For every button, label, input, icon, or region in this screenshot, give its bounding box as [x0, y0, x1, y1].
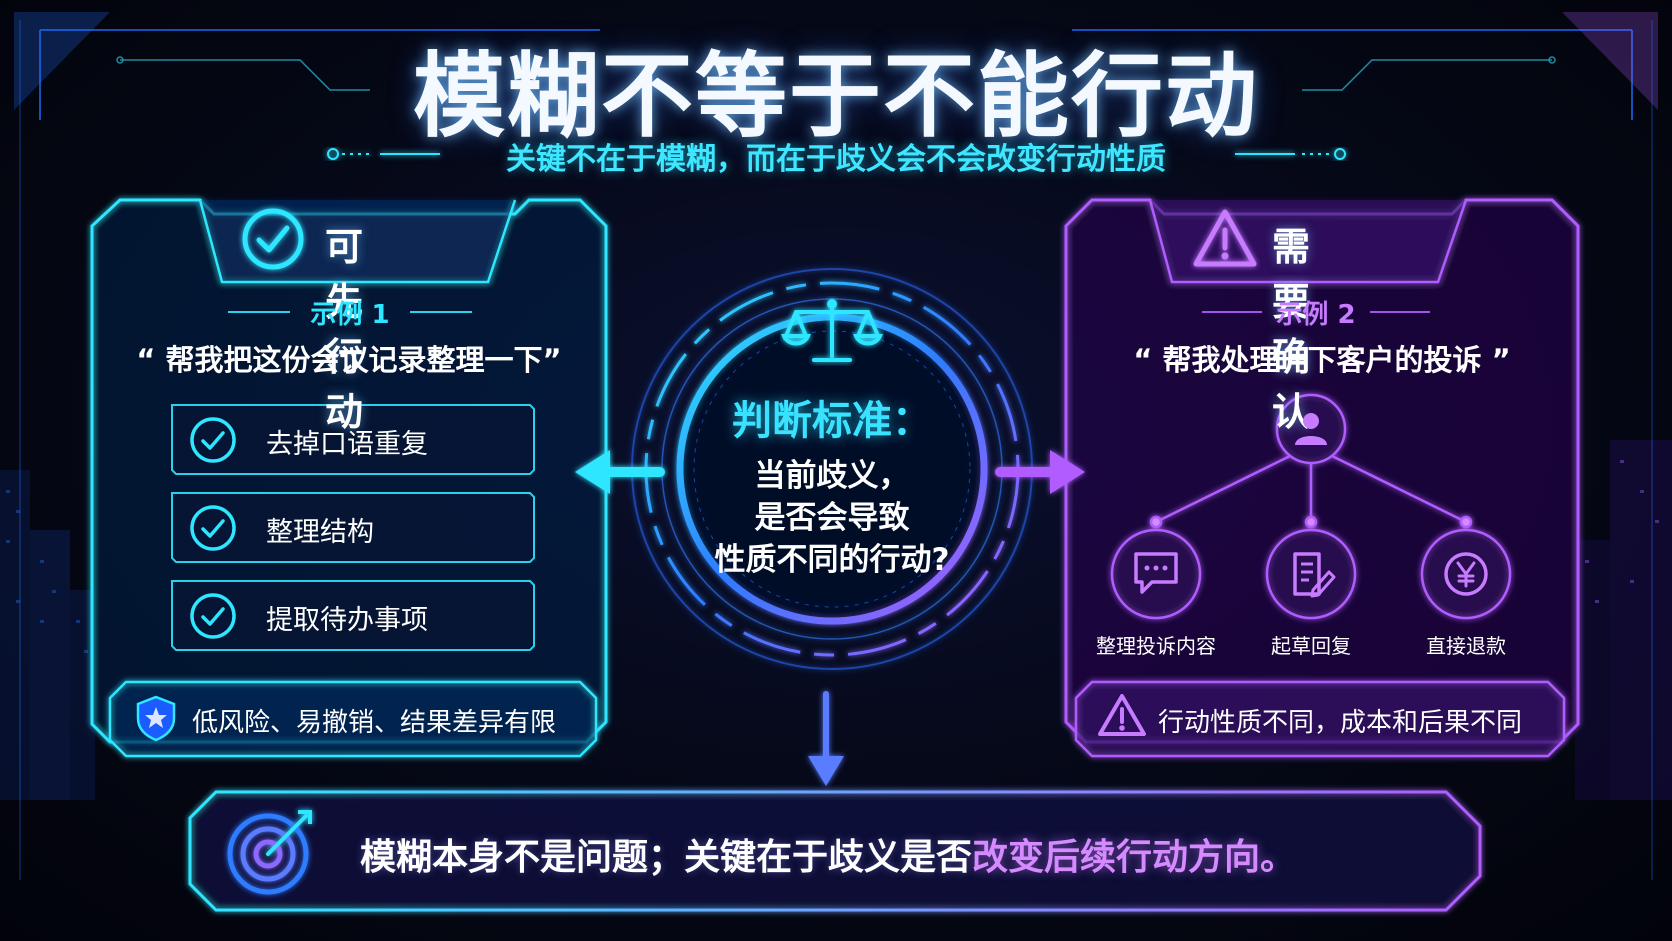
branch-lines [1110, 393, 1512, 620]
check-circle-icon [242, 208, 304, 270]
right-panel-heading: 需要确认 [1272, 225, 1311, 434]
shield-icon [136, 695, 176, 742]
criterion-line: 是否会导致 [754, 500, 910, 536]
conclusion-main: 模糊本身不是问题；关键在于歧义是否 [360, 837, 973, 878]
right-panel-frame [1064, 198, 1580, 744]
skyline-right [1575, 440, 1672, 800]
list-item-label: 提取待办事项 [266, 605, 428, 636]
conclusion-text: 模糊本身不是问题；关键在于歧义是否改变后续行动方向。 [360, 828, 1296, 880]
conclusion-highlight: 改变后续行动方向。 [972, 837, 1297, 878]
skyline-left [0, 470, 95, 800]
flow-arrows [575, 450, 1085, 786]
branch-label: 直接退款 [1426, 634, 1506, 658]
warning-icon [1098, 694, 1146, 736]
example-2-quote: “ 帮我处理一下客户的投诉 ” [1133, 343, 1511, 377]
criterion-heading: 判断标准： [732, 398, 932, 444]
scales-icon [781, 299, 883, 362]
chat-bubble-icon [1134, 552, 1178, 594]
list-item: 整理结构 [172, 493, 534, 562]
user-icon [1295, 413, 1327, 445]
left-check-rows [171, 404, 535, 651]
document-edit-icon [1293, 552, 1336, 598]
list-item-label: 去掉口语重复 [266, 429, 428, 460]
target-icon [227, 810, 312, 895]
criterion-line: 当前歧义， [754, 458, 910, 494]
left-panel-heading: 可先行动 [325, 225, 364, 434]
example-1-label: 示例 1 [310, 300, 390, 330]
check-circle-icon [190, 505, 236, 551]
page-subtitle: 关键不在于模糊，而在于歧义会不会改变行动性质 [506, 142, 1166, 177]
right-panel-footer: 行动性质不同，成本和后果不同 [1158, 708, 1523, 738]
example-2-label: 示例 2 [1276, 300, 1356, 330]
left-panel-footer: 低风险、易撤销、结果差异有限 [192, 708, 557, 738]
branch-label: 起草回复 [1271, 634, 1351, 658]
criterion-line: 性质不同的行动? [714, 542, 950, 578]
list-item: 提取待办事项 [172, 581, 534, 650]
check-circle-icon [190, 417, 236, 463]
list-item-label: 整理结构 [266, 517, 374, 548]
center-rings [631, 268, 1033, 670]
example-1-quote: “ 帮我把这份会议记录整理一下” [136, 343, 562, 377]
page-title: 模糊不等于不能行动 [412, 43, 1259, 150]
yen-coin-icon [1444, 552, 1488, 596]
branch-label: 整理投诉内容 [1096, 634, 1216, 658]
conclusion-frame [188, 790, 1482, 912]
list-item: 去掉口语重复 [172, 405, 534, 474]
check-circle-icon [190, 593, 236, 639]
warning-icon [1193, 209, 1257, 267]
